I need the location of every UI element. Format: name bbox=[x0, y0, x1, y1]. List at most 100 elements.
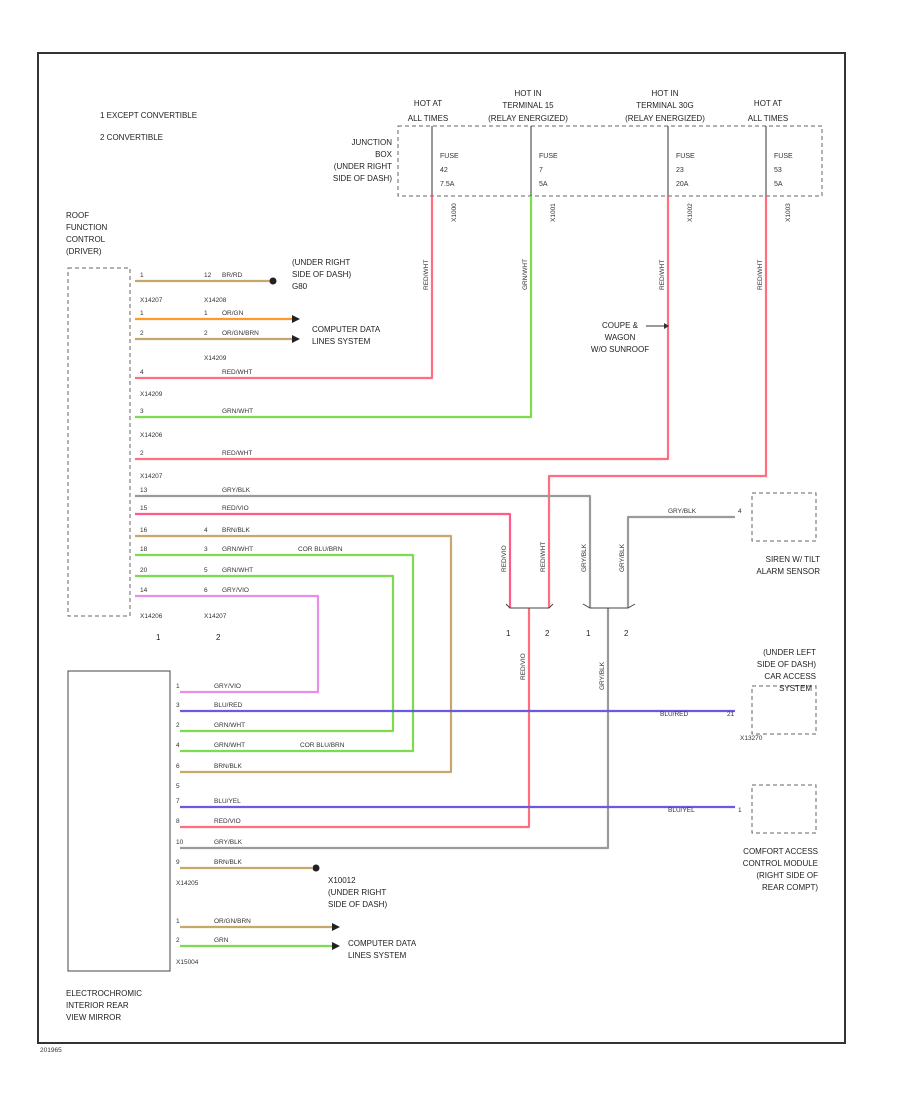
svg-text:X14207: X14207 bbox=[140, 473, 163, 480]
svg-text:GRY/BLK: GRY/BLK bbox=[214, 839, 243, 846]
svg-text:X14207: X14207 bbox=[204, 613, 227, 620]
wire-grn-wht-fuse7 bbox=[135, 196, 533, 419]
svg-text:2: 2 bbox=[624, 629, 629, 638]
svg-text:5A: 5A bbox=[774, 181, 783, 188]
svg-text:2: 2 bbox=[545, 629, 550, 638]
vlabel-9: RED/VIO bbox=[520, 653, 527, 680]
vlabel-8: GRY/BLK bbox=[619, 543, 626, 572]
svg-text:BLU/RED: BLU/RED bbox=[214, 702, 242, 709]
wire-red-wht-fuse42 bbox=[135, 196, 434, 380]
wire-red-wht-fuse53 bbox=[547, 196, 768, 608]
svg-text:BOX: BOX bbox=[375, 150, 393, 159]
svg-text:WAGON: WAGON bbox=[605, 333, 636, 342]
arrow-data-4 bbox=[332, 942, 340, 950]
svg-text:3: 3 bbox=[176, 702, 180, 709]
svg-text:3: 3 bbox=[204, 546, 208, 553]
svg-text:10: 10 bbox=[176, 839, 184, 846]
svg-text:BR/RD: BR/RD bbox=[222, 272, 243, 279]
svg-text:5: 5 bbox=[176, 783, 180, 790]
junction-box bbox=[397, 125, 823, 197]
splice-2 bbox=[582, 603, 636, 609]
siren-tilt-alarm-box bbox=[751, 492, 817, 542]
svg-text:COR BLU/BRN: COR BLU/BRN bbox=[300, 742, 345, 749]
svg-text:14: 14 bbox=[140, 587, 148, 594]
svg-text:RED/WHT: RED/WHT bbox=[222, 450, 252, 457]
wire-gry-blk-siren bbox=[626, 515, 735, 608]
svg-text:GRN: GRN bbox=[214, 937, 229, 944]
electrochromic-mirror-box bbox=[67, 670, 171, 972]
svg-text:RED/WHT: RED/WHT bbox=[222, 369, 252, 376]
svg-text:LINES SYSTEM: LINES SYSTEM bbox=[312, 337, 371, 346]
svg-text:1: 1 bbox=[506, 629, 511, 638]
svg-text:18: 18 bbox=[140, 546, 148, 553]
svg-text:GRN/WHT: GRN/WHT bbox=[222, 408, 253, 415]
svg-text:RED/VIO: RED/VIO bbox=[214, 818, 241, 825]
svg-text:(UNDER RIGHT: (UNDER RIGHT bbox=[334, 162, 392, 171]
svg-text:COMFORT ACCESS: COMFORT ACCESS bbox=[743, 847, 818, 856]
svg-text:1: 1 bbox=[156, 633, 161, 642]
svg-text:FUSE: FUSE bbox=[440, 153, 459, 160]
svg-text:(UNDER RIGHT: (UNDER RIGHT bbox=[292, 258, 350, 267]
svg-text:23: 23 bbox=[676, 167, 684, 174]
wire-gry-vio-14 bbox=[135, 594, 320, 694]
svg-text:ALARM SENSOR: ALARM SENSOR bbox=[756, 567, 820, 576]
svg-text:SIDE OF DASH): SIDE OF DASH) bbox=[328, 900, 387, 909]
mirror-label: ELECTROCHROMIC INTERIOR REAR VIEW MIRROR bbox=[66, 989, 142, 1022]
svg-text:X1000: X1000 bbox=[451, 203, 458, 222]
svg-text:42: 42 bbox=[440, 167, 448, 174]
svg-text:(UNDER RIGHT: (UNDER RIGHT bbox=[328, 888, 386, 897]
svg-text:ALL TIMES: ALL TIMES bbox=[748, 114, 788, 123]
svg-text:15: 15 bbox=[140, 505, 148, 512]
x10012-terminal bbox=[312, 864, 320, 872]
svg-text:COMPUTER DATA: COMPUTER DATA bbox=[348, 939, 417, 948]
svg-text:CONTROL MODULE: CONTROL MODULE bbox=[743, 859, 818, 868]
svg-text:1: 1 bbox=[140, 310, 144, 317]
arrow-data-3 bbox=[332, 923, 340, 931]
footer-code: 201965 bbox=[40, 1047, 62, 1054]
svg-text:ALL TIMES: ALL TIMES bbox=[408, 114, 448, 123]
junction-box-label: JUNCTION BOX (UNDER RIGHT SIDE OF DASH) bbox=[333, 138, 393, 183]
comfort-access-module-box bbox=[751, 784, 817, 834]
svg-text:X10012: X10012 bbox=[328, 876, 356, 885]
svg-text:GRY/VIO: GRY/VIO bbox=[222, 587, 249, 594]
svg-text:1: 1 bbox=[176, 683, 180, 690]
svg-text:VIEW MIRROR: VIEW MIRROR bbox=[66, 1013, 121, 1022]
svg-text:W/O SUNROOF: W/O SUNROOF bbox=[591, 345, 649, 354]
svg-text:BRN/BLK: BRN/BLK bbox=[214, 859, 242, 866]
svg-text:FUSE: FUSE bbox=[539, 153, 558, 160]
svg-text:TERMINAL 15: TERMINAL 15 bbox=[502, 101, 554, 110]
svg-text:HOT AT: HOT AT bbox=[754, 99, 782, 108]
svg-text:COMPUTER DATA: COMPUTER DATA bbox=[312, 325, 381, 334]
hot-label-2: HOT IN TERMINAL 15 (RELAY ENERGIZED) bbox=[488, 89, 568, 123]
fuse-53: FUSE 53 5A X1003 bbox=[765, 126, 793, 222]
svg-text:X1002: X1002 bbox=[687, 203, 694, 222]
svg-text:SIREN W/ TILT: SIREN W/ TILT bbox=[766, 555, 820, 564]
svg-text:ELECTROCHROMIC: ELECTROCHROMIC bbox=[66, 989, 142, 998]
svg-text:9: 9 bbox=[176, 859, 180, 866]
svg-text:8: 8 bbox=[176, 818, 180, 825]
svg-text:JUNCTION: JUNCTION bbox=[352, 138, 393, 147]
svg-text:COUPE &: COUPE & bbox=[602, 321, 639, 330]
svg-text:FUNCTION: FUNCTION bbox=[66, 223, 108, 232]
svg-text:FUSE: FUSE bbox=[774, 153, 793, 160]
comfort-access-label: COMFORT ACCESS CONTROL MODULE (RIGHT SID… bbox=[743, 847, 819, 892]
hot-label-4: HOT AT ALL TIMES bbox=[748, 99, 788, 123]
svg-text:BRN/BLK: BRN/BLK bbox=[214, 763, 242, 770]
coupe-wagon-note: COUPE & WAGON W/O SUNROOF bbox=[591, 321, 669, 354]
svg-text:LINES SYSTEM: LINES SYSTEM bbox=[348, 951, 407, 960]
svg-text:20A: 20A bbox=[676, 181, 689, 188]
car-access-connector: X13270 bbox=[740, 735, 763, 742]
vlabel-7: GRY/BLK bbox=[581, 543, 588, 572]
svg-text:X1003: X1003 bbox=[785, 203, 792, 222]
svg-text:(RELAY ENERGIZED): (RELAY ENERGIZED) bbox=[625, 114, 705, 123]
svg-text:1: 1 bbox=[204, 310, 208, 317]
svg-text:3: 3 bbox=[140, 408, 144, 415]
svg-text:X14207: X14207 bbox=[140, 297, 163, 304]
svg-text:2: 2 bbox=[176, 722, 180, 729]
svg-text:FUSE: FUSE bbox=[676, 153, 695, 160]
svg-text:13: 13 bbox=[140, 487, 148, 494]
svg-text:X14209: X14209 bbox=[204, 355, 227, 362]
svg-text:2: 2 bbox=[204, 330, 208, 337]
vlabel-4: RED/WHT bbox=[757, 260, 764, 290]
svg-text:4: 4 bbox=[140, 369, 144, 376]
